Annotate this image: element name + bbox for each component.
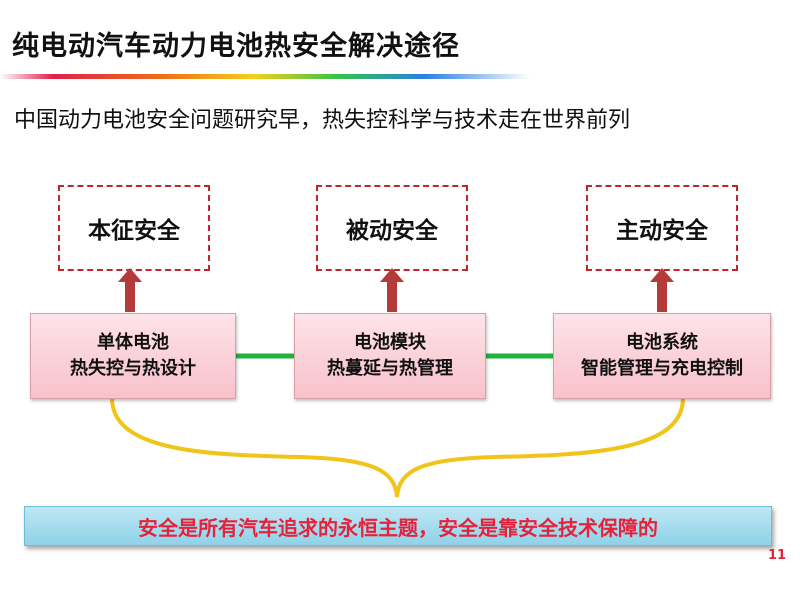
arrow-up-icon bbox=[650, 268, 674, 312]
arrow-up-icon bbox=[118, 268, 142, 312]
curly-brace bbox=[110, 397, 685, 498]
layer-box-line2: 热失控与热设计 bbox=[70, 358, 196, 379]
layer-box-line1: 单体电池 bbox=[97, 332, 169, 353]
layer-box-cell: 单体电池 热失控与热设计 bbox=[30, 313, 236, 399]
layer-box-line2: 智能管理与充电控制 bbox=[581, 358, 743, 379]
safety-box-passive: 被动安全 bbox=[316, 185, 468, 271]
safety-box-active: 主动安全 bbox=[586, 185, 738, 271]
layer-box-module: 电池模块 热蔓延与热管理 bbox=[294, 313, 486, 399]
slide-title: 纯电动汽车动力电池热安全解决途径 bbox=[12, 31, 460, 62]
title-underline bbox=[0, 74, 530, 79]
page-number: 11 bbox=[768, 548, 787, 563]
conclusion-banner: 安全是所有汽车追求的永恒主题，安全是靠安全技术保障的 bbox=[24, 506, 772, 546]
layer-box-system: 电池系统 智能管理与充电控制 bbox=[553, 313, 771, 399]
layer-box-line1: 电池模块 bbox=[354, 332, 426, 353]
layer-box-line2: 热蔓延与热管理 bbox=[327, 358, 453, 379]
safety-box-intrinsic: 本征安全 bbox=[58, 185, 210, 271]
slide-subtitle: 中国动力电池安全问题研究早，热失控科学与技术走在世界前列 bbox=[14, 108, 631, 133]
arrow-up-icon bbox=[380, 268, 404, 312]
layer-box-line1: 电池系统 bbox=[626, 332, 698, 353]
